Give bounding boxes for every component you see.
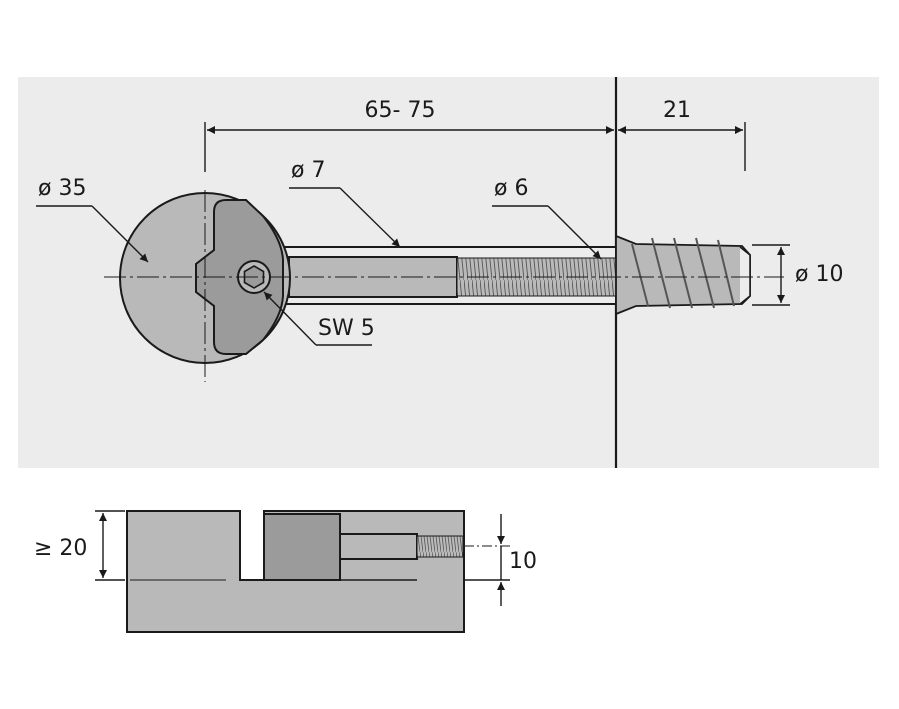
leader-hex-size: SW 5 bbox=[263, 291, 375, 346]
dimension-insert-length: 21 bbox=[618, 98, 746, 171]
section-view bbox=[126, 510, 510, 633]
insert-diameter-label: ø 10 bbox=[795, 262, 843, 287]
min-thickness-label: ≥ 20 bbox=[34, 536, 87, 561]
insert-length-label: 21 bbox=[663, 98, 691, 123]
dimension-hole-offset: 10 bbox=[464, 514, 537, 606]
dimension-length-range: 65- 75 bbox=[204, 98, 614, 172]
bolt-diameter-label: ø 7 bbox=[291, 158, 325, 183]
dimension-insert-diameter: ø 10 bbox=[752, 244, 843, 306]
length-range-label: 65- 75 bbox=[365, 98, 436, 123]
leader-thread-diameter: ø 6 bbox=[492, 176, 602, 260]
hex-size-label: SW 5 bbox=[318, 316, 375, 341]
center-lines bbox=[104, 190, 784, 382]
insert-screw bbox=[615, 234, 751, 316]
dimension-min-thickness: ≥ 20 bbox=[34, 510, 125, 581]
cam-diameter-label: ø 35 bbox=[38, 176, 86, 201]
leader-bolt-diameter: ø 7 bbox=[289, 158, 401, 248]
leader-cam-diameter: ø 35 bbox=[36, 176, 149, 263]
bolt bbox=[281, 246, 617, 305]
hole-offset-label: 10 bbox=[509, 549, 537, 574]
thread-diameter-label: ø 6 bbox=[494, 176, 528, 201]
